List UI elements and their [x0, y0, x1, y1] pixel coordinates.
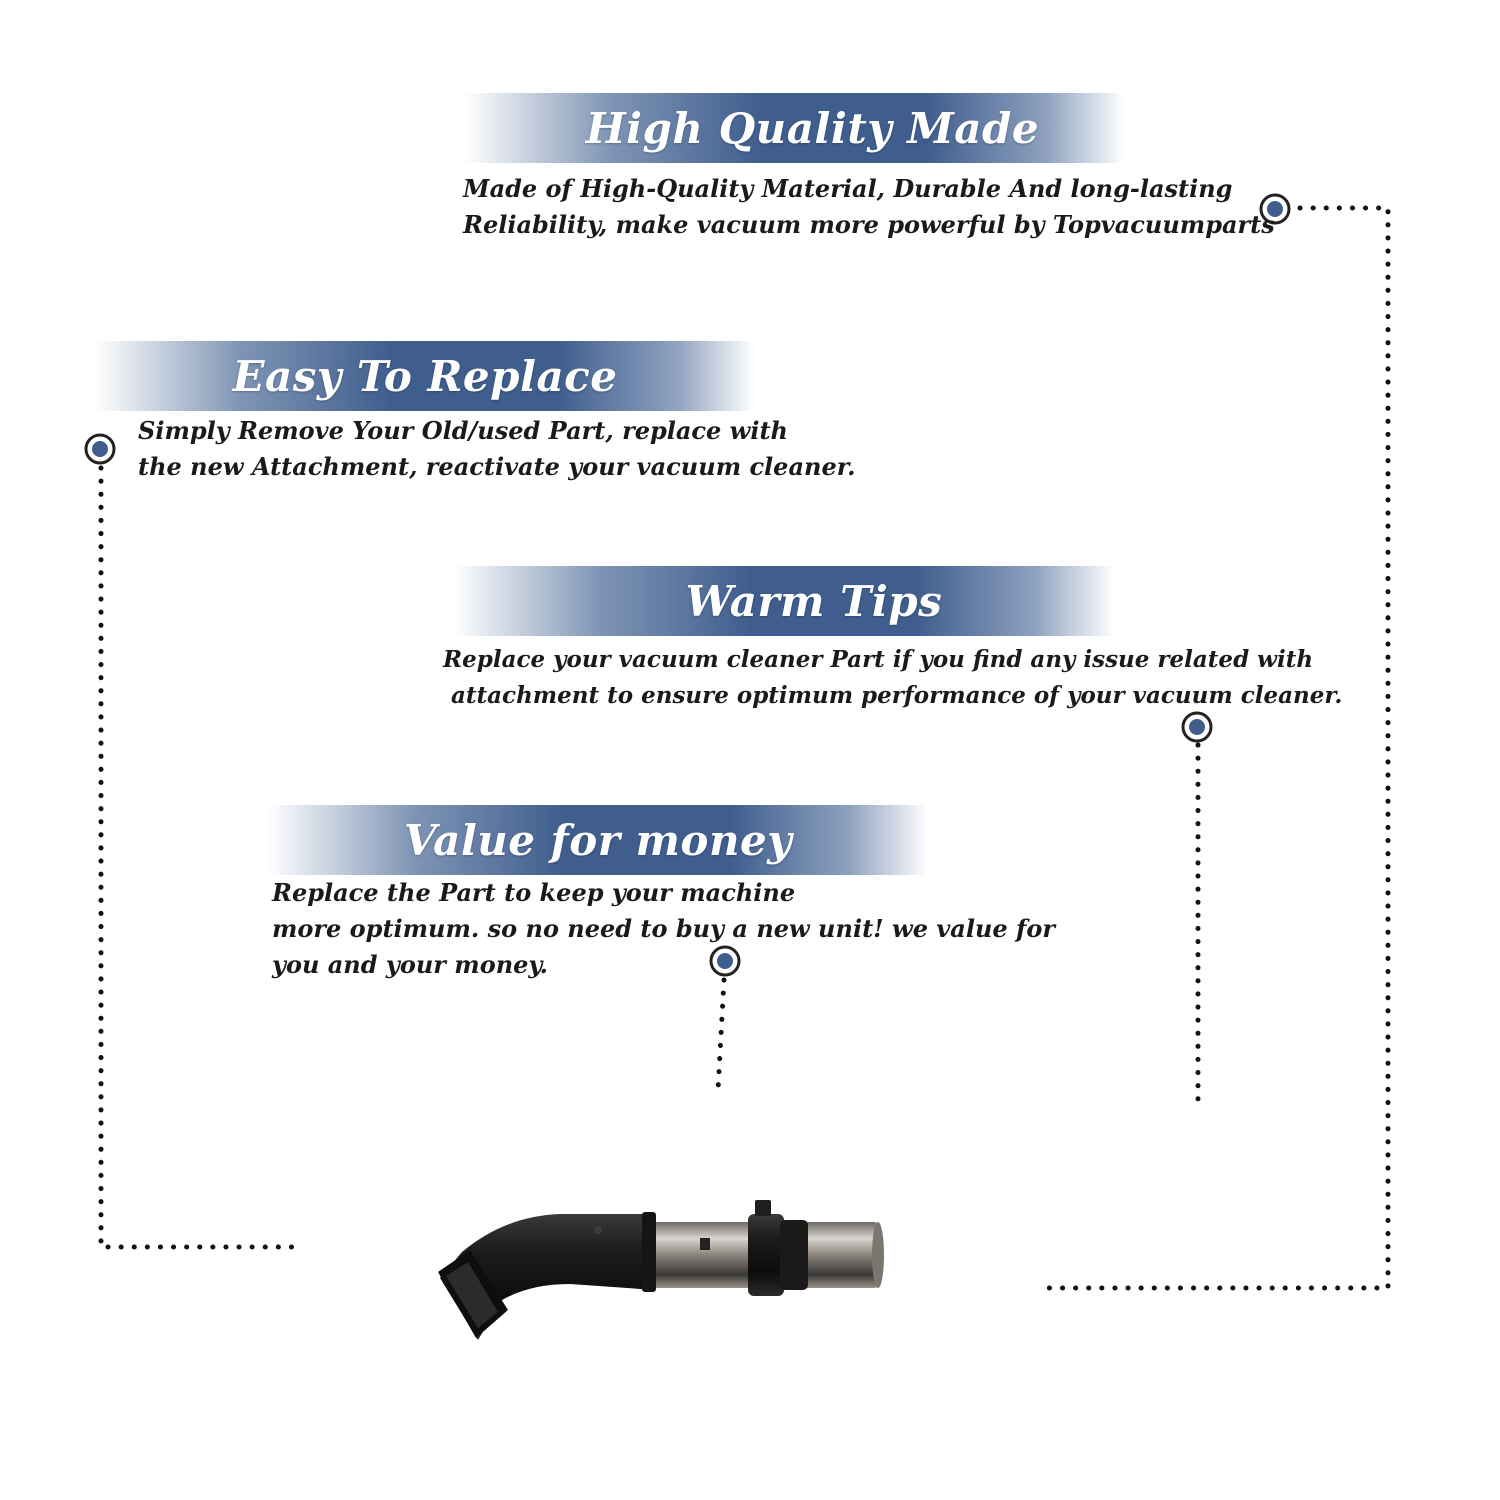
value-connector-line — [715, 977, 727, 1093]
tips-marker-icon — [1181, 711, 1213, 743]
tips-description-line: attachment to ensure optimum performance… — [443, 682, 1343, 709]
quality-description-line: Made of High-Quality Material, Durable A… — [463, 174, 1233, 203]
quality-marker-icon — [1259, 193, 1291, 225]
tips-banner: Warm Tips — [454, 566, 1114, 636]
value-description: Replace the Part to keep your machine mo… — [272, 875, 1055, 983]
value-marker-icon — [709, 945, 741, 977]
replace-description-line: Simply Remove Your Old/used Part, replac… — [138, 416, 788, 445]
quality-connector-line — [1037, 205, 1391, 1291]
value-description-line: Replace the Part to keep your machine — [272, 878, 796, 907]
replace-banner: Easy To Replace — [95, 341, 755, 411]
vacuum-bent-wand-icon — [438, 1200, 884, 1340]
value-title: Value for money — [403, 815, 793, 865]
quality-description-line: Reliability, make vacuum more powerful b… — [463, 210, 1275, 239]
replace-connector-line — [98, 465, 299, 1250]
replace-title: Easy To Replace — [232, 351, 618, 401]
tips-description: Replace your vacuum cleaner Part if you … — [443, 642, 1342, 714]
value-banner: Value for money — [268, 805, 928, 875]
tips-title: Warm Tips — [685, 576, 943, 626]
replace-description-line: the new Attachment, reactivate your vacu… — [138, 452, 856, 481]
quality-description: Made of High-Quality Material, Durable A… — [463, 171, 1275, 243]
quality-banner: High Quality Made — [465, 93, 1125, 163]
tips-description-line: Replace your vacuum cleaner Part if you … — [443, 646, 1314, 673]
replace-description: Simply Remove Your Old/used Part, replac… — [138, 413, 856, 485]
value-description-line: more optimum. so no need to buy a new un… — [272, 914, 1055, 943]
replace-marker-icon — [84, 433, 116, 465]
quality-title: High Quality Made — [585, 103, 1040, 153]
value-description-line: you and your money. — [272, 950, 548, 979]
